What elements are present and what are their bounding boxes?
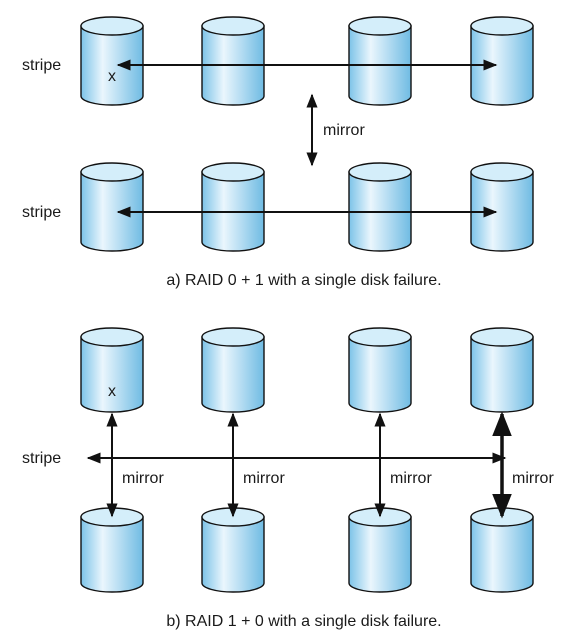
disk-b-bottom-3 [348, 507, 412, 593]
disk-a-top-3 [348, 16, 412, 106]
disk-a-bottom-4 [470, 162, 534, 252]
disk-a-bottom-2 [201, 162, 265, 252]
caption-b: b) RAID 1 + 0 with a single disk failure… [166, 613, 441, 630]
stripe-label-a-bottom: stripe [22, 204, 61, 221]
mirror-label-a: mirror [323, 122, 365, 139]
stripe-label-a-top: stripe [22, 57, 61, 74]
caption-a: a) RAID 0 + 1 with a single disk failure… [166, 272, 441, 289]
disk-a-top-4 [470, 16, 534, 106]
disk-a-top-1 [80, 16, 144, 106]
mirror-label-b-4: mirror [512, 470, 554, 487]
disk-b-top-2 [201, 327, 265, 413]
stripe-label-b: stripe [22, 450, 61, 467]
mirror-label-b-1: mirror [122, 470, 164, 487]
disk-a-bottom-3 [348, 162, 412, 252]
disk-b-top-1 [80, 327, 144, 413]
disk-a-top-2 [201, 16, 265, 106]
disk-b-bottom-1 [80, 507, 144, 593]
mirror-label-b-3: mirror [390, 470, 432, 487]
disk-a-bottom-1 [80, 162, 144, 252]
mirror-label-b-2: mirror [243, 470, 285, 487]
disk-b-top-4 [470, 327, 534, 413]
failed-disk-marker-a: x [108, 68, 116, 85]
failed-disk-marker-b: x [108, 383, 116, 400]
disk-b-top-3 [348, 327, 412, 413]
disk-b-bottom-2 [201, 507, 265, 593]
disk-group [80, 16, 534, 593]
disk-b-bottom-4 [470, 507, 534, 593]
